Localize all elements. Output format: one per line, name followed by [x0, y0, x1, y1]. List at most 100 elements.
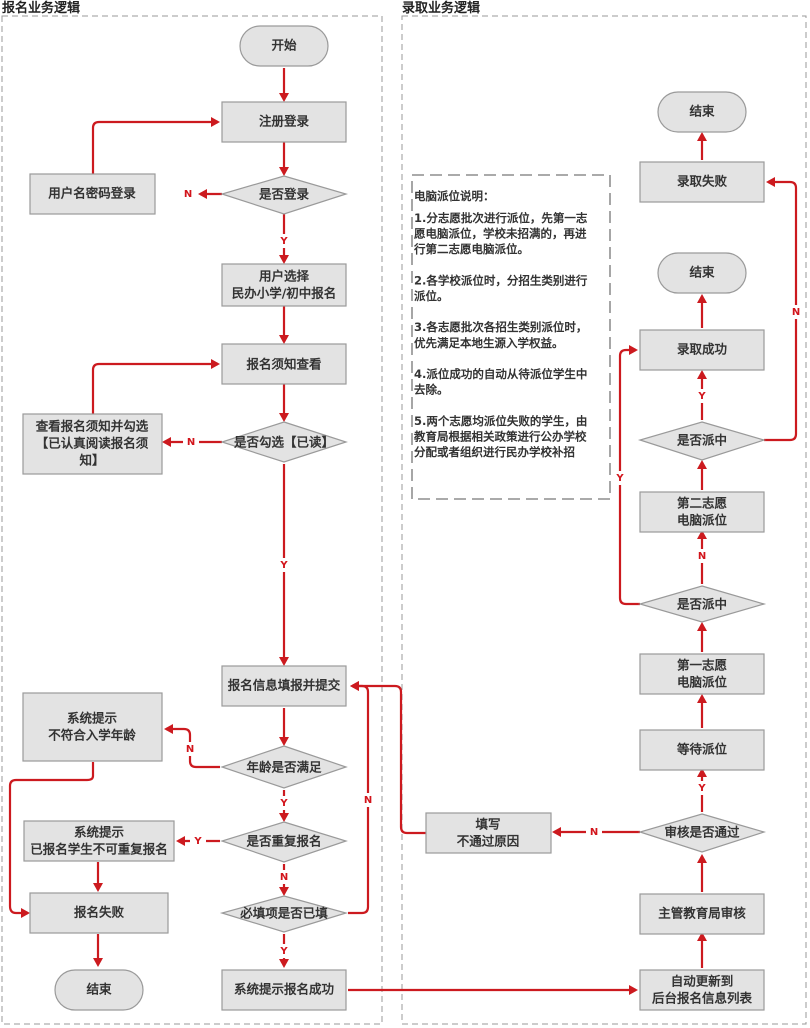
svg-text:查看报名须知并勾选: 查看报名须知并勾选 [35, 419, 149, 434]
svg-text:结束: 结束 [689, 265, 715, 280]
svg-text:系统提示: 系统提示 [74, 825, 125, 840]
note-line: 2.各学校派位时，分招生类别进行 [414, 273, 588, 287]
svg-text:【已认真阅读报名须: 【已认真阅读报名须 [36, 436, 149, 451]
note-line: 教育局根据相关政策进行公办学校 [413, 429, 587, 443]
label-no: N [280, 872, 288, 883]
label-yes: Y [279, 798, 288, 809]
node-age-prompt: 系统提示 不符合入学年龄 [22, 692, 163, 762]
edge-check-notice [91, 359, 220, 414]
label-no: N [184, 189, 192, 200]
svg-text:报名信息填报并提交: 报名信息填报并提交 [228, 678, 341, 693]
svg-text:报名须知查看: 报名须知查看 [246, 357, 322, 372]
note-line: 1.分志愿批次进行派位，先第一志 [414, 211, 588, 225]
node-register-login: 注册登录 [221, 101, 347, 143]
label-yes: Y [697, 391, 706, 402]
note-line: 4.派位成功的自动从待派位学生中 [414, 367, 587, 381]
svg-text:结束: 结束 [689, 104, 715, 119]
label-no: N [187, 437, 195, 448]
note-lines: 1.分志愿批次进行派位，先第一志愿电脑派位，学校未招满的，再进行第二志愿电脑派位… [413, 211, 588, 459]
label-no: N [698, 551, 706, 562]
note-box: 电脑派位说明： 1.分志愿批次进行派位，先第一志愿电脑派位，学校未招满的，再进行… [411, 174, 611, 500]
svg-text:第二志愿: 第二志愿 [677, 496, 728, 511]
node-reg-failed: 报名失败 [29, 892, 169, 934]
decision-required-filled: 必填项是否已填 [219, 895, 349, 933]
node-second-choice: 第二志愿 电脑派位 [639, 491, 765, 533]
svg-text:填写: 填写 [475, 817, 500, 832]
node-view-notice: 报名须知查看 [221, 343, 347, 385]
note-line: 派位。 [414, 289, 449, 303]
edge-userlogin-register [91, 117, 220, 174]
decision-is-logged-in: 是否登录 [219, 175, 349, 215]
svg-text:录取失败: 录取失败 [677, 174, 728, 189]
section-title-admission: 录取业务逻辑 [402, 0, 480, 16]
node-choose-school: 用户选择 民办小学/初中报名 [221, 263, 347, 307]
svg-text:系统提示: 系统提示 [67, 711, 118, 726]
node-end-failed: 结束 [657, 91, 747, 133]
label-yes: Y [279, 236, 288, 247]
svg-text:是否勾选【已读】: 是否勾选【已读】 [233, 435, 334, 450]
label-yes: Y [279, 560, 288, 571]
node-end-success: 结束 [657, 252, 747, 294]
svg-text:等待派位: 等待派位 [676, 742, 728, 757]
svg-text:必填项是否已填: 必填项是否已填 [239, 906, 328, 921]
decision-review-passed: 审核是否通过 [637, 813, 767, 853]
svg-text:录取成功: 录取成功 [677, 342, 727, 357]
node-first-choice: 第一志愿 电脑派位 [639, 653, 765, 695]
svg-text:是否重复报名: 是否重复报名 [245, 834, 321, 849]
svg-text:不符合入学年龄: 不符合入学年龄 [48, 728, 136, 743]
svg-text:用户选择: 用户选择 [258, 269, 310, 284]
edge-labels: N Y N Y N Y Y N N Y N Y N Y Y N [180, 186, 804, 958]
label-yes: Y [193, 836, 202, 847]
svg-text:是否登录: 是否登录 [258, 187, 310, 202]
edge-reason-fill [350, 681, 426, 835]
svg-text:注册登录: 注册登录 [259, 114, 310, 129]
node-dup-prompt: 系统提示 已报名学生不可重复报名 [23, 820, 175, 862]
label-no: N [792, 307, 800, 318]
svg-text:是否派中: 是否派中 [676, 597, 727, 612]
node-fill-reason: 填写 不通过原因 [425, 812, 552, 854]
registration-frame [1, 15, 383, 1025]
svg-text:第一志愿: 第一志愿 [677, 658, 728, 673]
svg-text:主管教育局审核: 主管教育局审核 [658, 906, 746, 921]
svg-text:审核是否通过: 审核是否通过 [664, 825, 740, 840]
svg-text:电脑派位: 电脑派位 [677, 675, 728, 690]
decision-is-checked-read: 是否勾选【已读】 [220, 421, 348, 463]
decision-assigned-2: 是否派中 [637, 421, 767, 461]
node-check-notice: 查看报名须知并勾选 【已认真阅读报名须 知】 [22, 413, 163, 475]
node-wait-assign: 等待派位 [639, 729, 765, 771]
svg-text:结束: 结束 [86, 982, 112, 997]
note-title: 电脑派位说明： [414, 189, 495, 203]
node-username-login: 用户名密码登录 [29, 173, 156, 215]
label-yes: Y [279, 946, 288, 957]
svg-text:年龄是否满足: 年龄是否满足 [246, 760, 322, 775]
label-yes: Y [615, 473, 624, 484]
svg-text:电脑派位: 电脑派位 [677, 513, 728, 528]
node-fill-submit: 报名信息填报并提交 [221, 665, 347, 707]
svg-text:用户名密码登录: 用户名密码登录 [47, 186, 136, 201]
svg-text:系统提示报名成功: 系统提示报名成功 [234, 982, 334, 997]
node-auto-update: 自动更新到 后台报名信息列表 [639, 969, 765, 1011]
admission-frame [401, 15, 807, 1025]
svg-text:民办小学/初中报名: 民办小学/初中报名 [232, 286, 337, 301]
node-end-left: 结束 [54, 969, 144, 1011]
note-line: 愿电脑派位，学校未招满的，再进 [414, 227, 587, 241]
svg-text:自动更新到: 自动更新到 [671, 974, 734, 989]
note-line: 优先满足本地生源入学权益。 [414, 336, 564, 350]
svg-text:已报名学生不可重复报名: 已报名学生不可重复报名 [30, 842, 168, 857]
svg-text:是否派中: 是否派中 [676, 433, 727, 448]
svg-text:知】: 知】 [78, 453, 104, 468]
node-bureau-review: 主管教育局审核 [639, 893, 765, 935]
note-line: 5.两个志愿均派位失败的学生，由 [414, 414, 587, 428]
note-line: 3.各志愿批次各招生类别派位时， [414, 320, 587, 334]
edge-ageprompt-failed [8, 762, 95, 918]
label-yes: Y [697, 783, 706, 794]
note-line: 行第二志愿电脑派位。 [413, 242, 529, 256]
node-admit-failed: 录取失败 [639, 161, 765, 203]
node-admit-success: 录取成功 [639, 329, 765, 371]
node-reg-success: 系统提示报名成功 [221, 969, 347, 1011]
note-line: 去除。 [414, 383, 449, 397]
decision-age-ok: 年龄是否满足 [220, 745, 348, 789]
decision-duplicate: 是否重复报名 [220, 821, 348, 863]
label-no: N [186, 744, 194, 755]
node-start: 开始 [239, 25, 329, 67]
